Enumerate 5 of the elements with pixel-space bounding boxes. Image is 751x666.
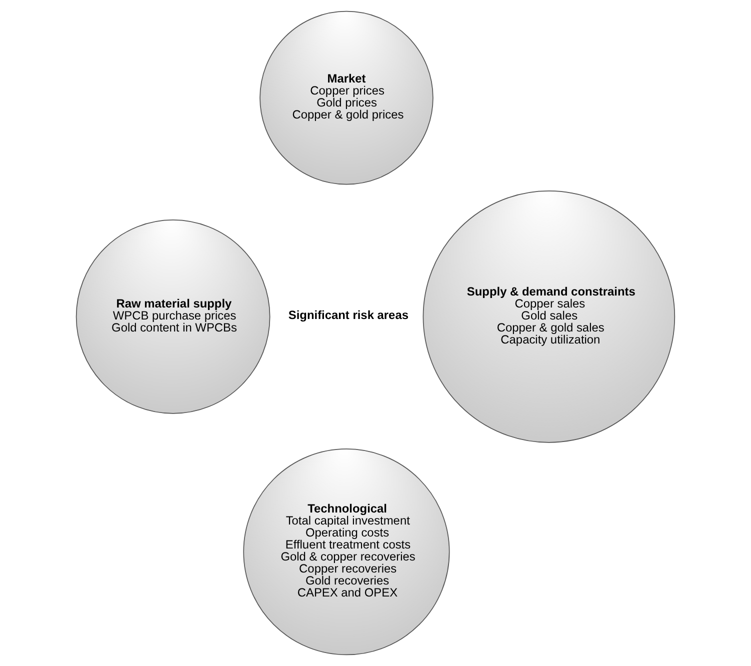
node-circle: Market Copper prices Gold prices Copper & gold prices <box>260 10 434 185</box>
node-circle: Technological Total capital investment Operating costs Effluent treatment costs Gold & copper recoveries Copper recoveries Gold recoveries CAPEX and OPEX <box>243 448 450 656</box>
node-circle: Raw material supply WPCB purchase prices Gold content in WPCBs <box>76 220 270 414</box>
node-circle: Supply & demand constraints Copper sales Gold sales Copper & gold sales Capacity utilization <box>422 190 676 443</box>
label: Significant risk areas <box>288 308 408 322</box>
